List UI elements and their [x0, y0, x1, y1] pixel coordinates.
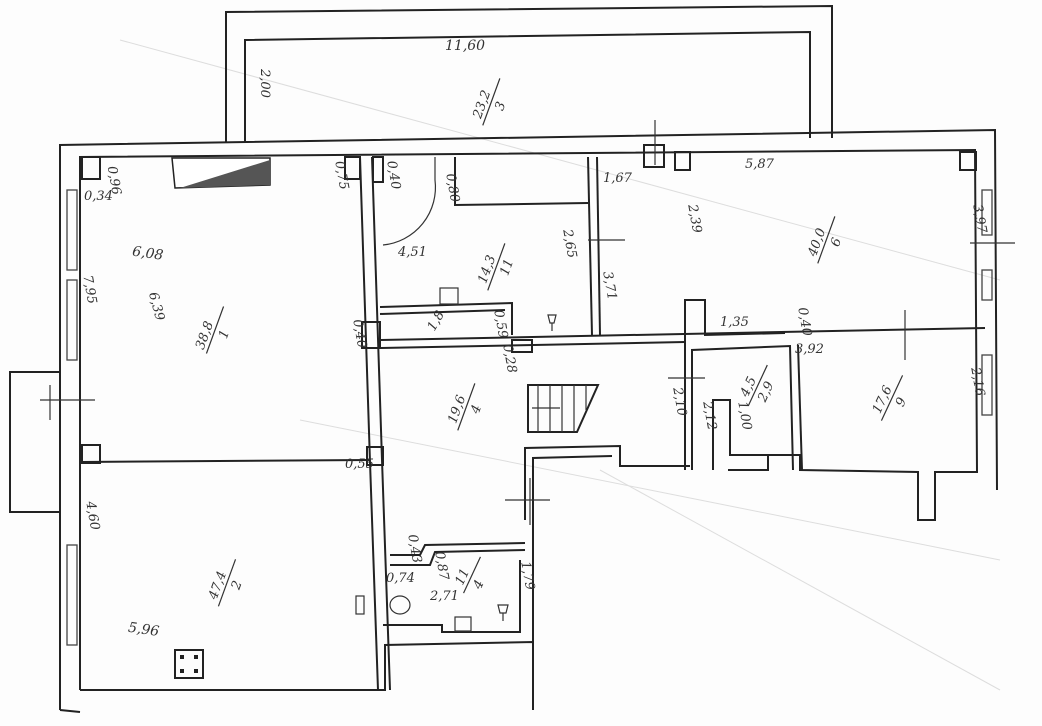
dim: 2,16 [967, 365, 987, 397]
room-6-area-label: 40,0 6 [805, 216, 845, 264]
dim: 2,71 [429, 589, 459, 604]
dim: 6,08 [131, 244, 164, 264]
room-number: 6 [828, 236, 845, 249]
room-number: 9 [893, 395, 910, 409]
dim: 2,12 [699, 399, 719, 431]
interior-walls [79, 144, 986, 691]
outer-walls [9, 128, 998, 713]
basin-icon [454, 616, 472, 632]
room-number: 11 [497, 257, 517, 278]
dim: 0,28 [499, 343, 519, 374]
background-traces [119, 39, 1001, 691]
dim: 0,43 [404, 533, 424, 564]
room-number: 1 [216, 328, 233, 341]
bay-window [9, 371, 61, 513]
dim: 2,10 [669, 385, 689, 417]
room-11-area-label: 14,3 11 [475, 243, 517, 291]
faucet-icon [547, 314, 557, 331]
window [981, 269, 993, 301]
faucet-icon [497, 604, 509, 621]
dim: 5,96 [127, 620, 160, 640]
dim: 0,34 [84, 189, 113, 204]
door-swing [382, 157, 437, 246]
dim: 2,39 [684, 202, 704, 234]
dim: 0,96 [104, 165, 124, 196]
dim: 0,40 [349, 318, 369, 349]
balcony-area-label: 23,2 3 [470, 78, 509, 126]
dim: 0,59 [490, 309, 510, 340]
dim: 3,97 [969, 203, 989, 235]
room-4-area-label: 19,6 4 [445, 383, 485, 431]
dim: 0,55 [345, 457, 374, 472]
floor-drain-icon [174, 649, 204, 679]
room-9-area-label: 17,6 9 [870, 375, 910, 421]
fixtures [40, 120, 1015, 679]
room-number: 3 [492, 100, 509, 113]
dim: 0,75 [331, 160, 351, 191]
stove-shading [180, 160, 270, 188]
dim: 6,39 [145, 291, 167, 323]
dim: 1,79 [517, 560, 537, 591]
room-1-area-label: 38,8 1 [193, 306, 233, 354]
dim: 0,80 [442, 172, 462, 203]
dim: 3,71 [599, 270, 619, 301]
dim: 0,87 [431, 550, 451, 582]
dim: 0,74 [386, 571, 415, 586]
dim: 7,95 [79, 274, 99, 305]
dim: 5,87 [745, 157, 775, 172]
balcony-walls [225, 4, 833, 143]
dim: 0,40 [383, 160, 403, 191]
window [66, 189, 78, 271]
dim: 4,51 [397, 245, 427, 260]
dim: 4,60 [82, 499, 102, 531]
dim: 1,35 [720, 315, 749, 330]
window [981, 189, 993, 236]
window [66, 279, 78, 361]
sink-icon [439, 287, 459, 305]
balcony-width: 2,00 [257, 68, 272, 98]
dim: 1,00 [734, 400, 754, 431]
window [66, 544, 78, 646]
toilet-icon [355, 595, 411, 615]
room-number: 4 [468, 403, 485, 417]
window [981, 354, 993, 416]
room-number: 2 [228, 579, 245, 593]
balcony-length: 11,60 [445, 38, 485, 54]
room-number: 4 [470, 578, 488, 593]
staircase [527, 384, 600, 433]
dim: 1,67 [603, 171, 633, 186]
dim: 3,92 [795, 342, 824, 357]
room-2-area-label: 47,4 2 [206, 559, 246, 607]
dim: 2,65 [559, 227, 579, 259]
dim: 0,40 [794, 306, 814, 337]
dimension-labels: 11,60 2,00 23,2 3 0,96 0,34 6,08 7,95 6,… [79, 38, 989, 640]
area: 17,6 [870, 384, 896, 417]
